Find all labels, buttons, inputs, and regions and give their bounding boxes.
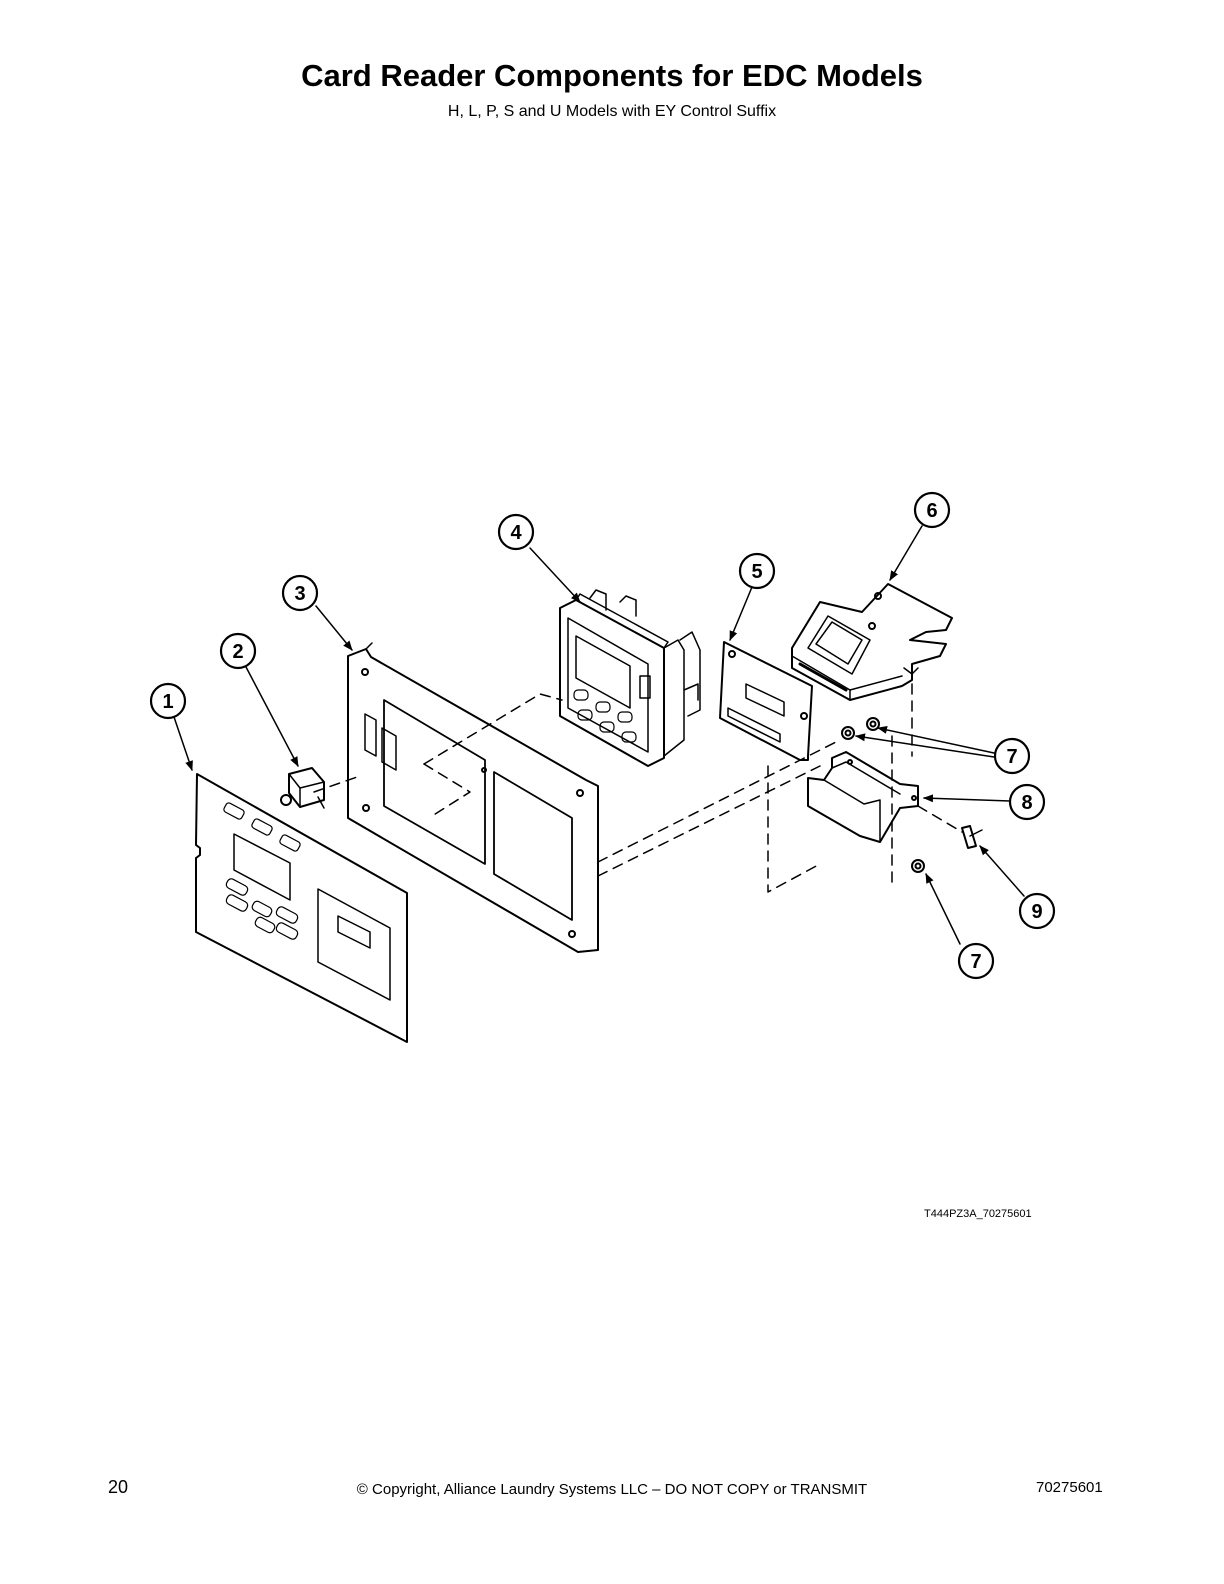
leader-arrows xyxy=(173,525,1025,945)
part-2-switch xyxy=(280,767,325,809)
part-8-bracket xyxy=(807,751,919,843)
page-subtitle: H, L, P, S and U Models with EY Control … xyxy=(447,103,777,120)
part-6-reader-housing xyxy=(791,583,953,701)
callout-label: 4 xyxy=(510,522,522,544)
part-5-reader-bezel xyxy=(719,641,813,761)
document-number: 70275601 xyxy=(1036,1479,1103,1496)
part-4-control-board xyxy=(559,589,701,767)
callout-label: 7 xyxy=(1006,746,1017,768)
page-number: 20 xyxy=(108,1477,129,1497)
callout-label: 7 xyxy=(970,951,981,973)
assembly-lines xyxy=(313,683,963,893)
callout-label: 8 xyxy=(1021,792,1032,814)
copyright-notice: © Copyright, Alliance Laundry Systems LL… xyxy=(356,1481,868,1498)
callout-label: 9 xyxy=(1031,901,1042,923)
callout-label: 2 xyxy=(232,641,243,663)
page-title: Card Reader Components for EDC Models xyxy=(301,58,923,93)
callout-label: 3 xyxy=(294,583,305,605)
part-9-screw xyxy=(961,825,983,849)
part-1-front-overlay xyxy=(195,773,408,1043)
callout-label: 6 xyxy=(926,500,937,522)
part-7-nuts xyxy=(841,717,925,873)
part-3-mounting-panel xyxy=(347,642,599,953)
figure-code: T444PZ3A_70275601 xyxy=(924,1208,1032,1220)
callout-label: 5 xyxy=(751,561,762,583)
callout-bubbles xyxy=(149,491,1056,980)
callout-label: 1 xyxy=(162,691,173,713)
